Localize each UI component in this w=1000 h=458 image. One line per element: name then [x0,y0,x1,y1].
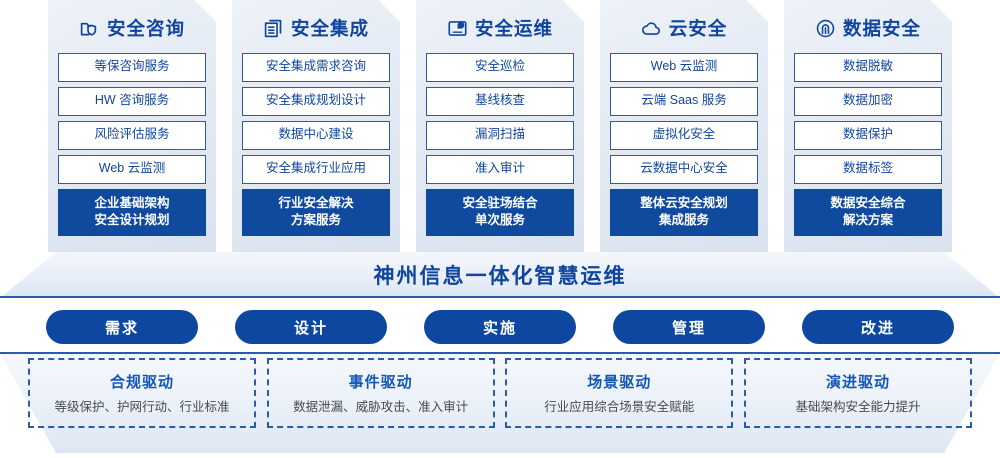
lifecycle-stage-improvement[interactable]: 改进 [802,310,954,344]
service-item[interactable]: 安全集成需求咨询 [242,53,390,82]
driver-subtitle: 行业应用综合场景安全赋能 [544,400,695,414]
column-summary-badge: 数据安全综合 解决方案 [794,189,942,236]
drivers-list: 合规驱动 等级保护、护网行动、行业标准 事件驱动 数据泄漏、威胁攻击、准入审计 … [0,358,1000,430]
driver-subtitle: 等级保护、护网行动、行业标准 [54,400,230,414]
column-summary-badge: 企业基础架构 安全设计规划 [58,189,206,236]
service-item[interactable]: Web 云监测 [610,53,758,82]
service-item[interactable]: 云端 Saas 服务 [610,87,758,116]
platform-banner: 神州信息一体化智慧运维 [0,252,1000,298]
driver-card-evolution[interactable]: 演进驱动 基础架构安全能力提升 [743,358,972,428]
stacked-documents-icon [263,18,284,39]
service-item[interactable]: 安全集成规划设计 [242,87,390,116]
driver-title: 事件驱动 [348,374,413,391]
column-header: 云安全 [610,9,758,47]
column-summary-badge: 行业安全解决 方案服务 [242,189,390,236]
column-summary-badge: 安全驻场结合 单次服务 [426,189,574,236]
service-item[interactable]: 虚拟化安全 [610,121,758,150]
lifecycle-stage-management[interactable]: 管理 [613,310,765,344]
lifecycle-stage-implementation[interactable]: 实施 [424,310,576,344]
column-title: 数据安全 [842,18,921,39]
column-title: 安全咨询 [106,18,185,39]
service-item[interactable]: 风险评估服务 [58,121,206,150]
service-column-security-operations[interactable]: 安全运维 安全巡检 基线核查 漏洞扫描 准入审计 安全驻场结合 单次服务 [416,0,584,252]
driver-title: 演进驱动 [825,374,890,391]
service-item[interactable]: 数据标签 [794,155,942,184]
lifecycle-stages: 需求 设计 实施 管理 改进 [0,310,1000,346]
driver-subtitle: 数据泄漏、威胁攻击、准入审计 [293,400,469,414]
service-item[interactable]: 数据保护 [794,121,942,150]
driver-card-scenario[interactable]: 场景驱动 行业应用综合场景安全赋能 [505,358,734,428]
driver-card-incident[interactable]: 事件驱动 数据泄漏、威胁攻击、准入审计 [266,358,495,428]
driver-subtitle: 基础架构安全能力提升 [795,400,921,414]
service-item[interactable]: 等保咨询服务 [58,53,206,82]
service-item[interactable]: 安全集成行业应用 [242,155,390,184]
column-header: 数据安全 [794,9,942,47]
service-column-cloud-security[interactable]: 云安全 Web 云监测 云端 Saas 服务 虚拟化安全 云数据中心安全 整体云… [600,0,768,252]
driver-card-compliance[interactable]: 合规驱动 等级保护、护网行动、行业标准 [28,358,256,428]
column-title: 安全运维 [474,18,553,39]
column-summary-badge: 整体云安全规划 集成服务 [610,189,758,236]
column-header: 安全运维 [426,9,574,47]
lifecycle-stage-requirement[interactable]: 需求 [46,310,198,344]
service-item[interactable]: Web 云监测 [58,155,206,184]
drivers-panel [0,353,1000,453]
folder-shield-icon [79,18,100,39]
column-title: 安全集成 [290,18,369,39]
platform-banner-title: 神州信息一体化智慧运维 [373,265,627,288]
service-columns: 安全咨询 等保咨询服务 HW 咨询服务 风险评估服务 Web 云监测 企业基础架… [0,0,1000,252]
service-column-security-integration[interactable]: 安全集成 安全集成需求咨询 安全集成规划设计 数据中心建设 安全集成行业应用 行… [232,0,400,252]
service-column-security-consulting[interactable]: 安全咨询 等保咨询服务 HW 咨询服务 风险评估服务 Web 云监测 企业基础架… [48,0,216,252]
service-item[interactable]: 数据脱敏 [794,53,942,82]
column-title: 云安全 [668,18,728,39]
banner-divider [0,296,1000,298]
driver-title: 场景驱动 [587,374,652,391]
cloud-icon [641,18,662,39]
service-item[interactable]: 数据加密 [794,87,942,116]
service-item[interactable]: HW 咨询服务 [58,87,206,116]
service-item[interactable]: 准入审计 [426,155,574,184]
monitor-chart-icon [447,18,468,39]
service-item[interactable]: 基线核查 [426,87,574,116]
service-item[interactable]: 漏洞扫描 [426,121,574,150]
drivers-panel-divider [0,352,1000,354]
service-item[interactable]: 安全巡检 [426,53,574,82]
column-header: 安全集成 [242,9,390,47]
service-item[interactable]: 云数据中心安全 [610,155,758,184]
fingerprint-icon [815,18,836,39]
service-column-data-security[interactable]: 数据安全 数据脱敏 数据加密 数据保护 数据标签 数据安全综合 解决方案 [784,0,952,252]
column-header: 安全咨询 [58,9,206,47]
service-item[interactable]: 数据中心建设 [242,121,390,150]
driver-title: 合规驱动 [109,374,174,391]
lifecycle-stage-design[interactable]: 设计 [235,310,387,344]
